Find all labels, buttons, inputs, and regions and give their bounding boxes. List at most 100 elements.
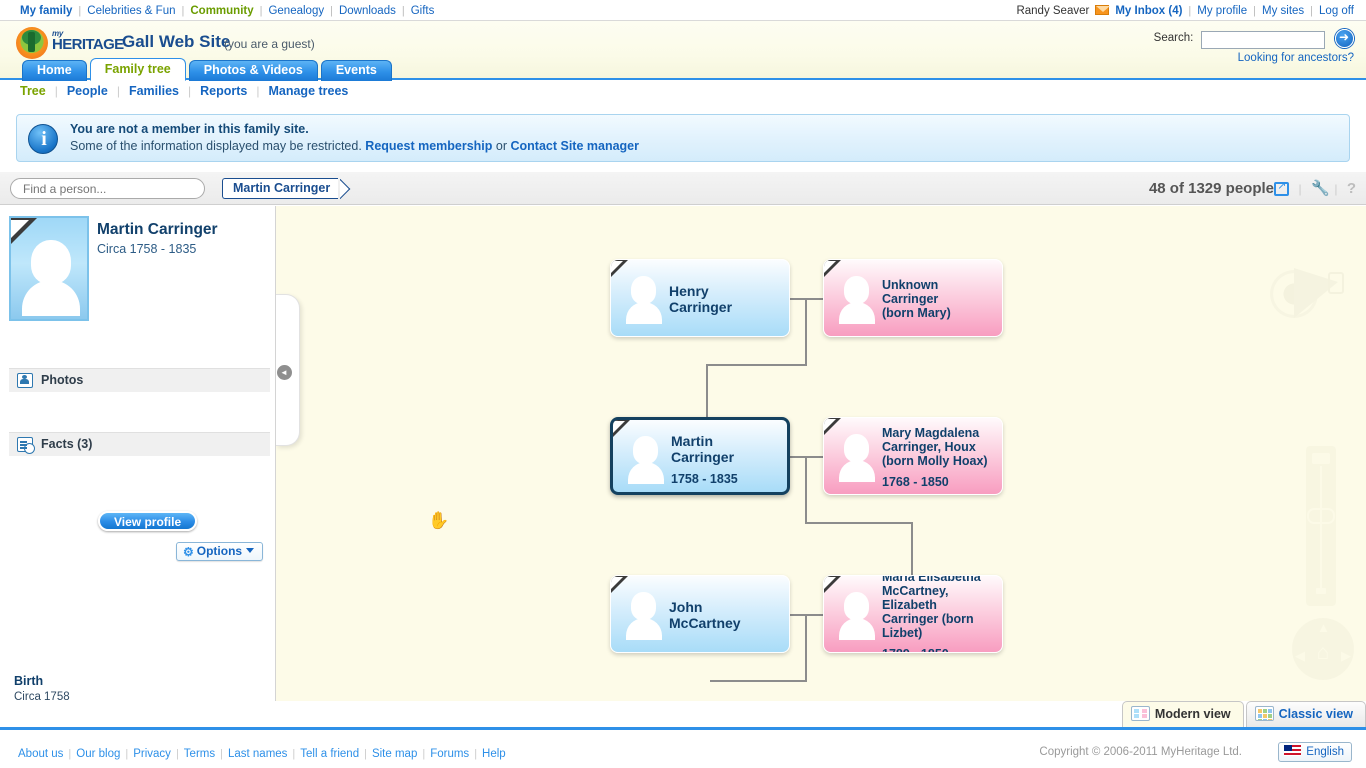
top-nav-link-log-off[interactable]: Log off: [1319, 5, 1354, 17]
sub-nav-people[interactable]: People: [66, 84, 108, 98]
toolbar-icon-group: | 🔧 | ?: [1274, 179, 1356, 197]
tab-home[interactable]: Home: [22, 60, 87, 81]
footer-link-last-names[interactable]: Last names: [227, 748, 288, 760]
photos-section-header[interactable]: Photos: [9, 368, 270, 392]
pan-left-icon[interactable]: ◀: [1295, 648, 1305, 663]
connector-couple3-down: [805, 614, 807, 682]
family-tree-canvas[interactable]: Henry Carringer Unknown Carringer (born M…: [276, 206, 1366, 701]
person-card-mary[interactable]: Unknown Carringer (born Mary): [823, 259, 1003, 337]
card-person-name: Mary Magdalena Carringer, Houx (born Mol…: [882, 425, 988, 468]
sub-nav-separator: |: [54, 84, 58, 98]
view-toggle-modern[interactable]: Modern view: [1121, 701, 1244, 727]
compass-screen: [1328, 272, 1344, 294]
card-text-block: Mary Magdalena Carringer, Houx (born Mol…: [882, 418, 996, 494]
site-footer: About us|Our blog|Privacy|Terms|Last nam…: [0, 730, 1366, 768]
top-nav-link-genealogy[interactable]: Genealogy: [268, 5, 325, 17]
view-toggle-classic[interactable]: Classic view: [1245, 701, 1366, 727]
card-corner-fold: [824, 576, 841, 593]
my-inbox-link[interactable]: My Inbox (4): [1115, 5, 1183, 17]
zoom-slider-rail: [1320, 466, 1322, 588]
home-navigation-control[interactable]: ▲ ◀ ⌂ ▶: [1292, 618, 1354, 680]
footer-link-forums[interactable]: Forums: [430, 748, 470, 760]
zoom-slider-handle[interactable]: [1307, 508, 1335, 524]
logo-my-text: my: [52, 29, 63, 38]
footer-link-site-map[interactable]: Site map: [371, 748, 418, 760]
facts-section-header[interactable]: Facts (3): [9, 432, 270, 456]
envelope-icon: [1095, 5, 1111, 15]
silhouette-body: [626, 618, 662, 640]
footer-link-privacy[interactable]: Privacy: [133, 748, 171, 760]
card-text-block: John McCartney: [669, 576, 783, 652]
connector-couple1-across: [706, 364, 807, 366]
sub-nav-links: Tree|People|Families|Reports|Manage tree…: [18, 84, 350, 98]
footer-link-tell-a-friend[interactable]: Tell a friend: [300, 748, 360, 760]
toolbar-divider-1: |: [1298, 181, 1302, 196]
top-nav-link-my-profile[interactable]: My profile: [1197, 5, 1248, 17]
pan-right-icon[interactable]: ▶: [1341, 648, 1351, 663]
breadcrumb-current-person[interactable]: Martin Carringer: [222, 178, 339, 199]
sub-nav-manage-trees[interactable]: Manage trees: [268, 84, 349, 98]
collapse-panel-icon[interactable]: [277, 365, 292, 380]
help-icon[interactable]: ?: [1346, 180, 1356, 197]
silhouette-body: [839, 302, 875, 324]
search-label: Search:: [1153, 32, 1194, 44]
footer-separator: |: [125, 748, 129, 760]
footer-link-our-blog[interactable]: Our blog: [76, 748, 121, 760]
top-nav-link-community[interactable]: Community: [190, 5, 254, 17]
language-label: English: [1306, 746, 1344, 758]
person-card-john[interactable]: John McCartney: [610, 575, 790, 653]
sub-nav-families[interactable]: Families: [128, 84, 179, 98]
tab-photos-videos[interactable]: Photos & Videos: [188, 60, 318, 81]
sub-nav-tree[interactable]: Tree: [20, 84, 46, 98]
person-photo-placeholder[interactable]: [9, 216, 89, 321]
find-person-input[interactable]: [10, 178, 205, 199]
language-selector[interactable]: English: [1278, 742, 1352, 762]
search-input[interactable]: [1200, 31, 1325, 49]
tab-family-tree[interactable]: Family tree: [89, 58, 186, 81]
zoom-in-icon[interactable]: [1312, 453, 1330, 464]
card-person-name: Maria Elisabetha McCartney, Elizabeth Ca…: [882, 575, 981, 640]
zoom-out-icon[interactable]: [1316, 588, 1326, 594]
tab-events[interactable]: Events: [320, 60, 392, 81]
card-person-dates: 1768 - 1850: [882, 474, 949, 489]
top-nav-separator: |: [330, 5, 333, 17]
compass-ring: [1266, 266, 1322, 322]
silhouette-head: [844, 592, 869, 620]
sub-nav-reports[interactable]: Reports: [200, 84, 248, 98]
options-button[interactable]: ⚙Options: [176, 542, 264, 561]
footer-link-terms[interactable]: Terms: [183, 748, 216, 760]
top-nav-link-my-family[interactable]: My family: [20, 5, 73, 17]
top-nav-link-gifts[interactable]: Gifts: [410, 5, 435, 17]
person-card-maria[interactable]: Maria Elisabetha McCartney, Elizabeth Ca…: [823, 575, 1003, 653]
myheritage-logo[interactable]: my HERITAGE: [16, 27, 124, 59]
looking-for-ancestors-link[interactable]: Looking for ancestors?: [1237, 52, 1354, 64]
fullscreen-icon[interactable]: [1274, 179, 1290, 196]
search-submit-icon[interactable]: [1335, 28, 1354, 48]
person-card-magda[interactable]: Mary Magdalena Carringer, Houx (born Mol…: [823, 417, 1003, 495]
footer-separator: |: [68, 748, 72, 760]
view-profile-button[interactable]: View profile: [98, 511, 198, 531]
top-nav-separator: |: [1188, 5, 1192, 17]
request-membership-link[interactable]: Request membership: [365, 139, 493, 153]
wrench-settings-icon[interactable]: 🔧: [1311, 179, 1330, 197]
footer-link-about-us[interactable]: About us: [18, 748, 64, 760]
people-count-label: 48 of 1329 people: [1148, 180, 1274, 197]
breadcrumb-arrow-icon: [340, 178, 353, 199]
contact-site-manager-link[interactable]: Contact Site manager: [510, 139, 639, 153]
pan-up-icon[interactable]: ▲: [1317, 620, 1330, 635]
top-nav-link-celebrities-fun[interactable]: Celebrities & Fun: [87, 5, 176, 17]
zoom-slider[interactable]: [1306, 446, 1336, 606]
footer-link-help[interactable]: Help: [482, 748, 506, 760]
home-icon[interactable]: ⌂: [1316, 641, 1330, 664]
top-nav-link-downloads[interactable]: Downloads: [338, 5, 396, 17]
flag-icon: [1284, 745, 1302, 756]
person-card-henry[interactable]: Henry Carringer: [610, 259, 790, 337]
top-nav-separator: |: [181, 5, 185, 17]
copyright-text: Copyright © 2006-2011 MyHeritage Ltd.: [1039, 746, 1242, 758]
top-nav-link-my-sites[interactable]: My sites: [1262, 5, 1305, 17]
classic-view-icon: [1254, 706, 1274, 721]
